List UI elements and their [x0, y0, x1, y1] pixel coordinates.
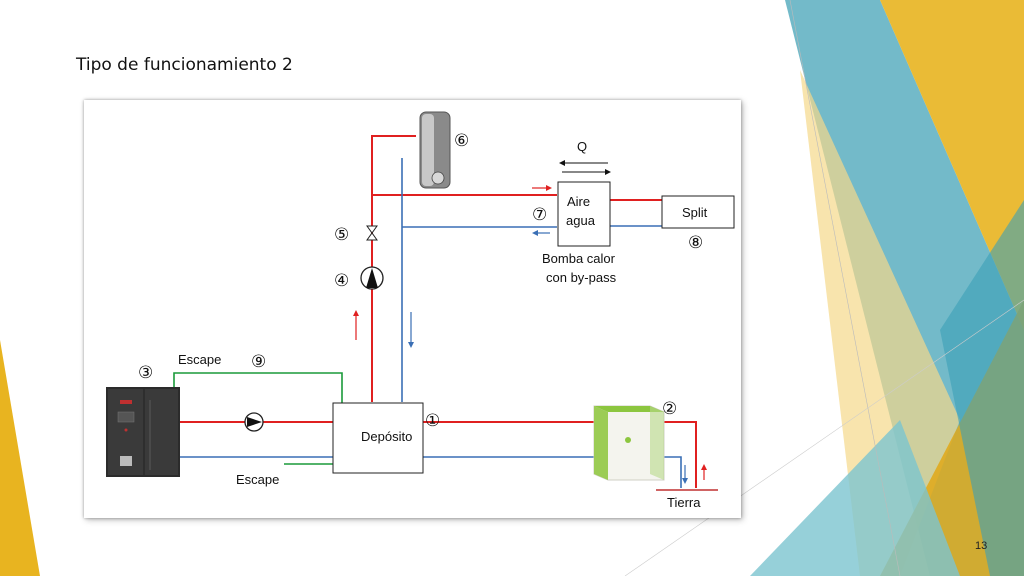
- slide-title: Tipo de funcionamiento 2: [76, 55, 293, 75]
- right-bottom-teal-shape: [750, 420, 960, 576]
- geothermal-unit: [593, 405, 665, 481]
- boiler-number: ③: [138, 363, 153, 383]
- heat-pump-number: ⑦: [532, 205, 547, 225]
- geothermal-number: ②: [662, 399, 677, 419]
- deco-line: [789, 0, 901, 576]
- heat-pump-caption-1: Bomba calor: [542, 251, 616, 266]
- flow-arrow-up-head: [353, 310, 359, 316]
- right-teal-shape-2: [940, 200, 1024, 576]
- flow-arrow-right-head: [546, 185, 552, 191]
- split-number: ⑧: [688, 233, 703, 253]
- heat-pump-box: [557, 181, 611, 247]
- split-label: Split: [682, 205, 708, 220]
- flow-arrow-ground-down-head: [682, 478, 688, 484]
- boiler-unit: [106, 387, 180, 477]
- exhaust-top-number: ⑨: [251, 352, 266, 372]
- heating-diagram: Q ⑥ ⑤ ④ Aire agua ⑦ Bomba calor con by-p…: [84, 100, 741, 518]
- supply-pipe-vertical: [371, 135, 416, 402]
- valve-icon: [366, 225, 378, 241]
- q-arrow-right-head: [605, 169, 611, 175]
- flow-arrow-ground-up-head: [701, 464, 707, 470]
- pump-icon: [360, 266, 384, 290]
- pump-number: ④: [334, 271, 349, 291]
- deposito-number: ①: [425, 411, 440, 431]
- page-number: 13: [975, 540, 988, 552]
- ground-label: Tierra: [667, 495, 701, 510]
- dhw-tank-number: ⑥: [454, 131, 469, 151]
- valve-number: ⑤: [334, 225, 349, 245]
- right-yellow-shape: [880, 0, 1024, 330]
- boiler-pump-icon: [244, 412, 264, 432]
- right-light-yellow-shape: [800, 70, 960, 576]
- exhaust-pipe-top: [173, 372, 343, 403]
- exhaust-top-label: Escape: [178, 352, 221, 367]
- flow-arrow-down-head: [408, 342, 414, 348]
- q-arrow-left-head: [559, 160, 565, 166]
- heat-pump-caption-2: con by-pass: [546, 270, 617, 285]
- exhaust-bottom-label: Escape: [236, 472, 279, 487]
- deposito-label: Depósito: [361, 429, 412, 444]
- heat-pump-line2: agua: [566, 213, 596, 228]
- split-box: [661, 195, 735, 229]
- flow-arrow-left-head: [532, 230, 538, 236]
- ground-loop-blue: [664, 456, 682, 488]
- deposito-box: [332, 402, 424, 474]
- ground-loop-red: [664, 421, 697, 488]
- q-label: Q: [577, 139, 587, 154]
- left-yellow-shape: [0, 340, 40, 576]
- deco-line: [624, 299, 1024, 576]
- heat-pump-line1: Aire: [567, 194, 590, 209]
- dhw-tank: [419, 111, 451, 189]
